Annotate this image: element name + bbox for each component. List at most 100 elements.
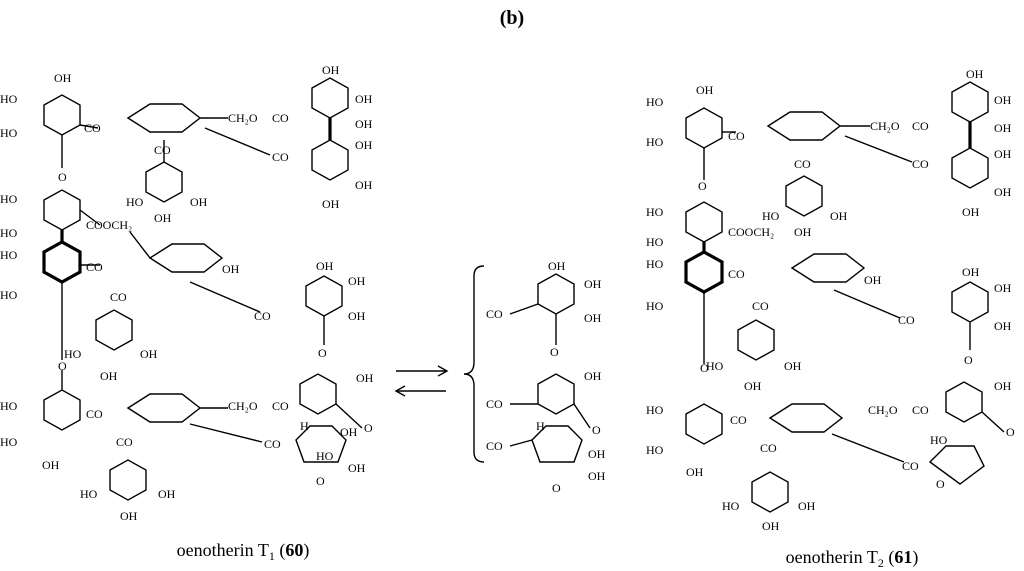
atom-label: HO <box>126 195 144 209</box>
compound-paren-close: ) <box>912 547 918 568</box>
ring <box>951 147 989 189</box>
atom-label: OH <box>966 67 984 81</box>
glucose-ring <box>148 243 224 273</box>
bond <box>509 303 539 315</box>
compound-number: 61 <box>894 547 912 567</box>
atom-label: CO <box>752 299 769 313</box>
ring <box>951 281 989 323</box>
atom-label: O <box>552 481 561 495</box>
atom-label: HO <box>646 235 664 249</box>
atom-label: CO <box>486 397 503 411</box>
atom-label: CO <box>272 399 289 413</box>
atom-label: HO <box>0 226 18 240</box>
ring <box>685 201 723 243</box>
atom-label: CO <box>264 437 281 451</box>
atom-label: OH <box>994 319 1012 333</box>
atom-label: CO <box>912 119 929 133</box>
atom-label: O <box>1006 425 1015 439</box>
atom-label: OH <box>994 281 1012 295</box>
equilibrium-arrows <box>394 365 449 397</box>
ring <box>42 240 82 284</box>
cage-ring <box>531 425 583 463</box>
atom-label: OH <box>548 259 566 273</box>
ring <box>43 94 81 136</box>
atom-label: OH <box>584 311 602 325</box>
ring <box>537 373 575 415</box>
forward-arrowhead <box>437 365 449 377</box>
ring <box>95 309 133 351</box>
ring <box>684 250 724 294</box>
atom-label: CO <box>912 403 929 417</box>
bond <box>831 433 905 463</box>
panel-label: (b) <box>500 7 524 29</box>
atom-label: CH₂O <box>870 119 900 133</box>
atom-label: HO <box>646 403 664 417</box>
atom-label: CO <box>116 435 133 449</box>
ring <box>311 139 349 181</box>
structure-fragment <box>463 265 591 463</box>
atom-label: HO <box>0 126 18 140</box>
atom-label: OH <box>588 469 606 483</box>
atom-label: OH <box>356 371 374 385</box>
bond <box>189 281 261 313</box>
structure-oenotherin-t2 <box>684 81 1005 513</box>
atom-label: CO <box>730 413 747 427</box>
atom-labels-right: OH HO HO CO CH₂O CO OH OH OH CO OH OH OH… <box>646 67 1015 533</box>
atom-label: OH <box>120 509 138 523</box>
atom-label: HO <box>646 95 664 109</box>
atom-label: O <box>698 179 707 193</box>
atom-label: HO <box>646 205 664 219</box>
atom-label: O <box>964 353 973 367</box>
ring <box>145 161 183 203</box>
bond <box>79 124 99 129</box>
atom-label: HO <box>0 399 18 413</box>
atom-label: OH <box>355 138 373 152</box>
atom-label: HO <box>0 92 18 106</box>
atom-label: OH <box>864 273 882 287</box>
compound-paren-open: ( <box>275 540 286 561</box>
ring <box>945 381 983 423</box>
atom-label: CO <box>486 439 503 453</box>
ring <box>737 319 775 361</box>
atom-label: OH <box>962 205 980 219</box>
atom-label: OH <box>348 274 366 288</box>
glucose-ring <box>790 253 866 283</box>
atom-label: OH <box>355 92 373 106</box>
cage-ring <box>295 425 347 463</box>
bond <box>509 439 533 447</box>
ring <box>685 107 723 149</box>
atom-label: O <box>318 346 327 360</box>
atom-label: O <box>364 421 373 435</box>
atom-label: CO <box>272 150 289 164</box>
atom-label: OH <box>355 117 373 131</box>
caption-oenotherin-t1: oenotherin T1 (60) <box>177 540 310 563</box>
atom-label: O <box>316 474 325 488</box>
atom-label: H <box>300 419 309 433</box>
atom-label: HO <box>762 209 780 223</box>
ring <box>43 389 81 431</box>
atom-label: OH <box>994 379 1012 393</box>
atom-label: OH <box>348 309 366 323</box>
atom-label: OH <box>584 277 602 291</box>
atom-label: CO <box>912 157 929 171</box>
compound-subscript: 2 <box>878 556 884 570</box>
atom-label: OH <box>784 359 802 373</box>
atom-labels-left: OH HO HO CO CH₂O CO OH OH OH CO OH OH OH… <box>0 63 374 523</box>
atom-label: OH <box>994 147 1012 161</box>
cage-ring <box>928 445 985 485</box>
atom-label: OH <box>222 262 240 276</box>
compound-number: 60 <box>285 540 303 560</box>
atom-label: CO <box>728 267 745 281</box>
atom-label: OH <box>316 259 334 273</box>
atom-label: HO <box>0 288 18 302</box>
atom-label: OH <box>42 458 60 472</box>
atom-label: OH <box>994 185 1012 199</box>
ring <box>751 471 789 513</box>
atom-label: OH <box>588 447 606 461</box>
atom-label: OH <box>348 461 366 475</box>
atom-label: O <box>936 477 945 491</box>
ring <box>305 275 343 317</box>
atom-label: CO <box>728 129 745 143</box>
atom-label: CO <box>760 441 777 455</box>
